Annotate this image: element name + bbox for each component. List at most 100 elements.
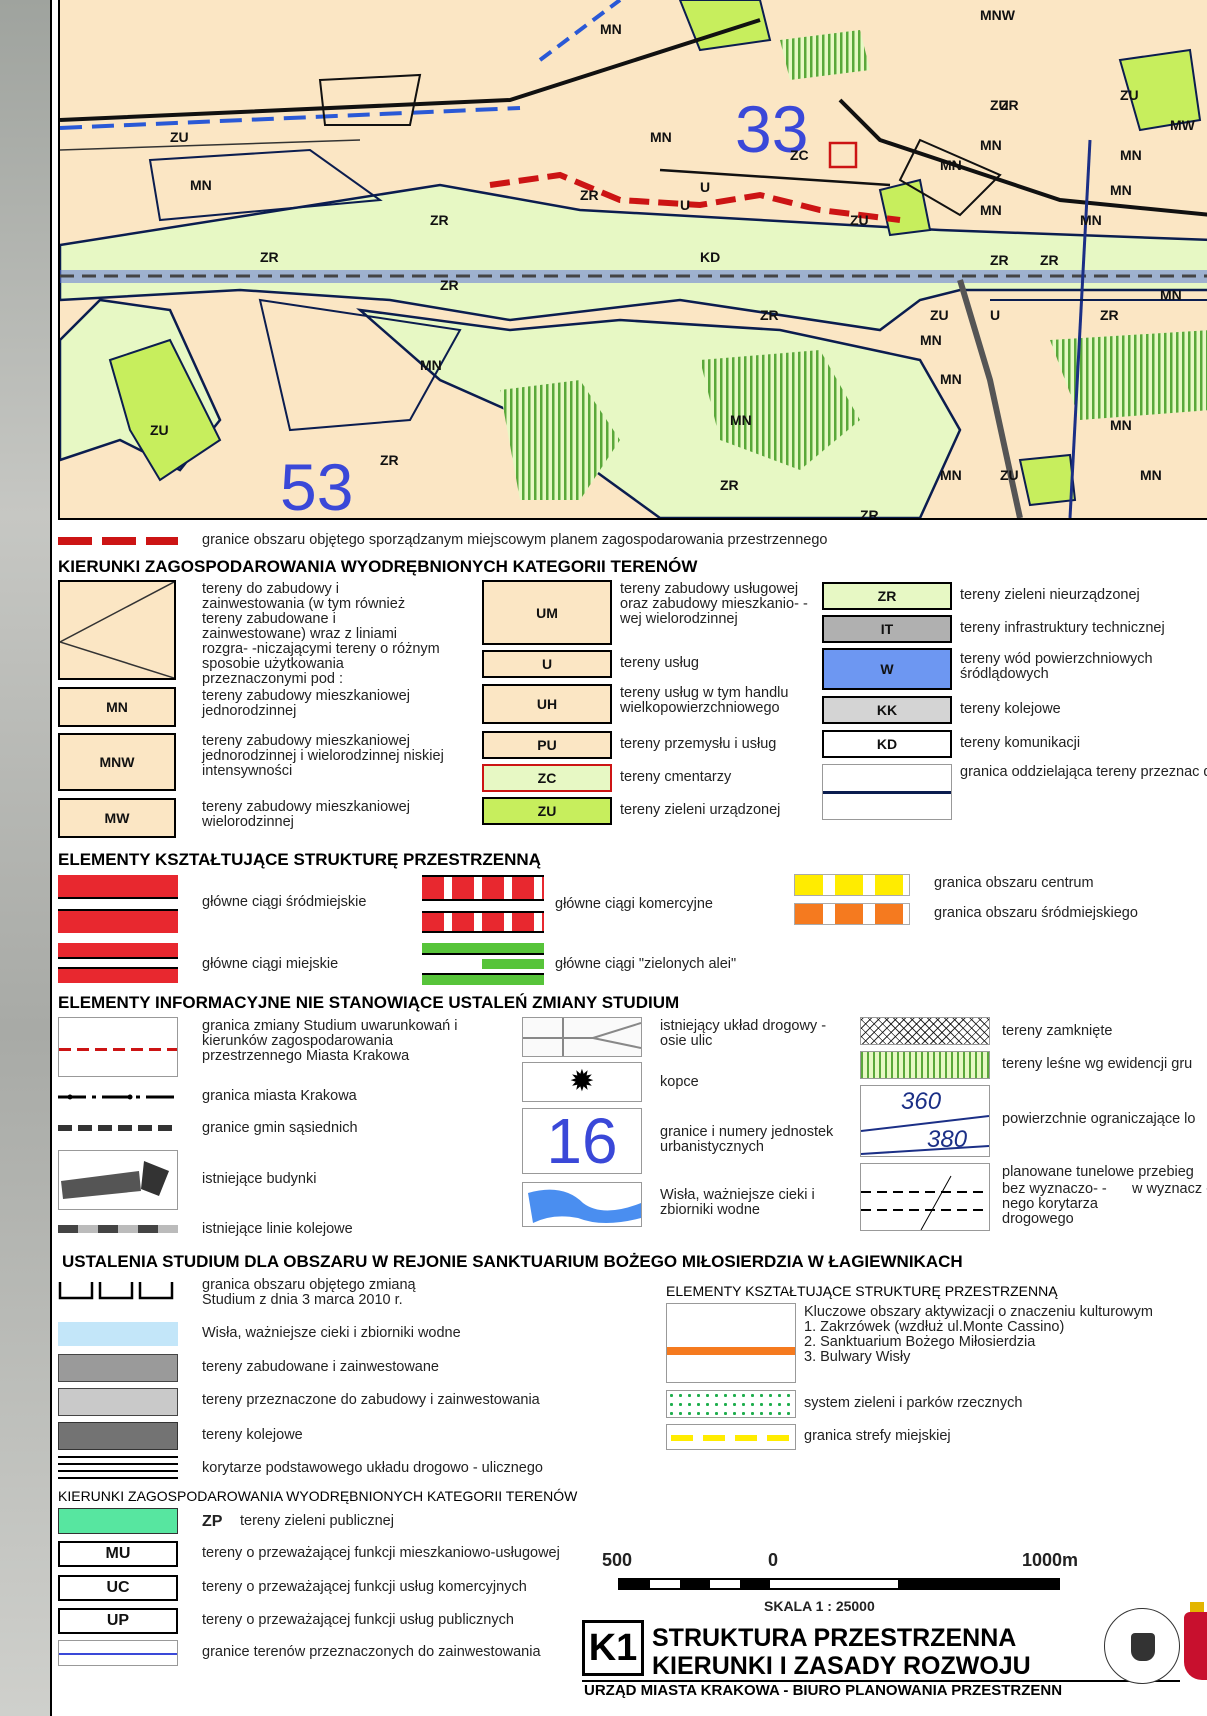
- unit-number-sample: 16: [522, 1108, 642, 1174]
- city-border-swatch: [58, 1090, 178, 1104]
- road-corridor-swatch: [58, 1456, 178, 1484]
- road-corridor-text: korytarze podstawowego układu drogowo - …: [202, 1460, 543, 1476]
- commercial-axis-text: główne ciągi komercyjne: [555, 896, 713, 912]
- forest-swatch: [860, 1051, 990, 1079]
- rail-areas-text: tereny kolejowe: [202, 1427, 303, 1443]
- code-text-UH: tereny usług w tym handlu wielkopowierzc…: [620, 685, 789, 716]
- centre-boundary-swatch: [794, 874, 910, 896]
- change-area-boundary-swatch: [58, 1280, 178, 1302]
- aerial-photo-strip: [0, 0, 50, 1716]
- code-text-UC: tereny o przeważającej funkcji usług kom…: [202, 1579, 527, 1595]
- title-line-2: KIERUNKI I ZASADY ROZWOJU: [652, 1652, 1031, 1680]
- green-system-swatch: [666, 1390, 796, 1418]
- code-text-IT: tereny infrastruktury technicznej: [960, 620, 1165, 636]
- zp-code: ZP: [202, 1513, 223, 1530]
- buildings-text: istniejące budynki: [202, 1171, 317, 1187]
- code-box-IT: IT: [822, 615, 952, 643]
- built-areas-swatch: [58, 1354, 178, 1382]
- built-areas-text: tereny zabudowane i zainwestowane: [202, 1359, 439, 1375]
- code-text-U: tereny usług: [620, 655, 699, 671]
- railway-swatch: [58, 1225, 178, 1233]
- elevation-swatch: 360 380: [860, 1085, 990, 1157]
- map-zone-label: ZR: [1000, 97, 1019, 113]
- key-area-2: 2. Sanktuarium Bożego Miłosierdzia: [804, 1334, 1036, 1350]
- code-box-ZC: ZC: [482, 764, 612, 792]
- scale-ratio: SKALA 1 : 25000: [764, 1598, 875, 1614]
- code-box-UC: UC: [58, 1575, 178, 1601]
- water-swatch: [58, 1322, 178, 1346]
- map-zone-label: MN: [1140, 467, 1162, 483]
- map-zone-label: MN: [980, 137, 1002, 153]
- separation-line-swatch: [822, 764, 952, 820]
- key-areas-swatch: [666, 1303, 796, 1383]
- road-axes-swatch: [522, 1017, 642, 1057]
- code-text-ZR: tereny zieleni nieurządzonej: [960, 587, 1140, 603]
- map-zone-label: ZU: [990, 97, 1009, 113]
- general-build-swatch: [58, 580, 176, 680]
- water-text: Wisła, ważniejsze cieki i zbiorniki wodn…: [202, 1325, 461, 1341]
- code-text-ZC: tereny cmentarzy: [620, 769, 732, 785]
- section3-title: ELEMENTY INFORMACYJNE NIE STANOWIĄCE UST…: [58, 993, 680, 1012]
- map-zone-label: MN: [940, 371, 962, 387]
- code-box-MU: MU: [58, 1541, 178, 1567]
- commercial-axis-swatch: [422, 875, 544, 933]
- city-zone-swatch: [666, 1424, 796, 1450]
- closed-areas-text: tereny zamknięte: [1002, 1023, 1113, 1039]
- code-text-KK: tereny kolejowe: [960, 701, 1061, 717]
- map-zone-label: MN: [1110, 182, 1132, 198]
- green-system-text: system zieleni i parków rzecznych: [804, 1395, 1023, 1411]
- code-text-UM: tereny zabudowy usługowej oraz zabudowy …: [620, 581, 808, 627]
- key-areas-title: Kluczowe obszary aktywizacji o znaczeniu…: [804, 1304, 1153, 1320]
- map-zone-label: MN: [920, 332, 942, 348]
- section1-title: KIERUNKI ZAGOSPODAROWANIA WYODRĘBNIONYCH…: [58, 557, 698, 576]
- invest-boundary-swatch: [58, 1640, 178, 1666]
- map-zone-label: ZU: [170, 129, 189, 145]
- river-swatch: [522, 1182, 642, 1227]
- scale-label-0: 0: [768, 1550, 779, 1570]
- elevation-label-360: 360: [901, 1088, 942, 1115]
- tunnel-with-corridor-text: w wyznacz -nym kory drogowym: [1132, 1182, 1207, 1197]
- green-alley-text: główne ciągi "zielonych alei": [555, 956, 737, 972]
- map-zone-label: MN: [1080, 212, 1102, 228]
- code-box-UH: UH: [482, 684, 612, 724]
- railway-text: istniejące linie kolejowe: [202, 1221, 353, 1237]
- code-text-ZU: tereny zieleni urządzonej: [620, 802, 781, 818]
- map-zone-label: ZR: [1040, 252, 1059, 268]
- code-text-W: tereny wód powierzchniowych śródlądowych: [960, 651, 1153, 682]
- river-text: Wisła, ważniejsze cieki i zbiorniki wodn…: [660, 1187, 815, 1218]
- map-zone-label: ZU: [850, 212, 869, 228]
- code-box-ZU: ZU: [482, 797, 612, 825]
- plan-boundary-swatch: [58, 537, 178, 545]
- closed-areas-swatch: [860, 1017, 990, 1045]
- map-zone-label: ZR: [580, 187, 599, 203]
- code-box-UM: UM: [482, 580, 612, 645]
- downtown-axis-swatch: [58, 875, 178, 933]
- code-box-U: U: [482, 650, 612, 678]
- code-box-PU: PU: [482, 731, 612, 759]
- code-box-MW: MW: [58, 798, 176, 838]
- map-zone-label: MN: [190, 177, 212, 193]
- buildings-swatch: [58, 1150, 178, 1210]
- map-zone-label: U: [990, 307, 1000, 323]
- code-text-UP: tereny o przeważającej funkcji usług pub…: [202, 1612, 514, 1628]
- map-zone-label: ZU: [930, 307, 949, 323]
- elevation-label-380: 380: [927, 1126, 968, 1153]
- neighbour-border-text: granice gmin sąsiednich: [202, 1120, 358, 1136]
- tunnel-text: planowane tunelowe przebieg: [1002, 1164, 1194, 1180]
- planned-areas-text: tereny przeznaczone do zabudowy i zainwe…: [202, 1392, 540, 1408]
- map-zone-label: ZR: [440, 277, 459, 293]
- title-block: K1 STRUKTURA PRZESTRZENNA KIERUNKI I ZAS…: [582, 1620, 1180, 1699]
- scale-bar: [618, 1578, 1060, 1590]
- section4-title: USTALENIA STUDIUM DLA OBSZARU W REJONIE …: [62, 1252, 963, 1271]
- green-alley-swatch: [422, 943, 544, 985]
- map-zone-label: ZU: [150, 422, 169, 438]
- city-axis-swatch: [58, 943, 178, 983]
- map-zone-label: U: [700, 179, 710, 195]
- code-text-PU: tereny przemysłu i usług: [620, 736, 777, 752]
- mound-text: kopce: [660, 1074, 699, 1090]
- forest-text: tereny leśne wg ewidencji gru: [1002, 1056, 1193, 1072]
- tunnel-without-corridor-text: bez wyznaczo- -nego korytarza drogowego: [1002, 1181, 1107, 1227]
- map-zone-label: U: [680, 197, 690, 213]
